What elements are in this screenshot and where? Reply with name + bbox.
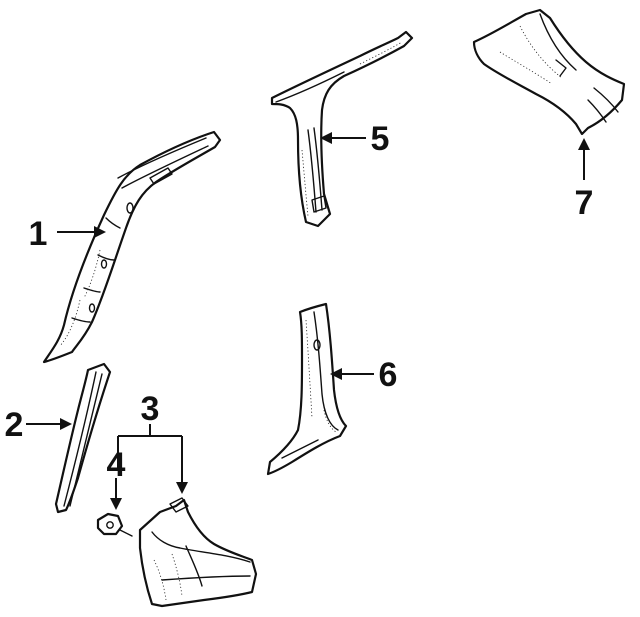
callout-4: 4 — [107, 446, 126, 484]
arrowhead-2 — [60, 418, 72, 430]
arrowhead-4 — [110, 498, 122, 510]
callout-1: 1 — [29, 215, 48, 253]
part-5-b-pillar-upper-trim — [270, 30, 414, 228]
arrowhead-1 — [94, 226, 106, 238]
part-2-windshield-molding — [54, 362, 112, 514]
callout-leaders — [26, 132, 590, 510]
part-1-a-pillar-trim — [42, 130, 222, 364]
arrowhead-6 — [330, 368, 342, 380]
part-4-clip — [96, 512, 133, 537]
callout-labels: 1 2 3 4 5 6 7 — [5, 120, 594, 484]
callout-5: 5 — [371, 120, 390, 158]
arrowhead-7 — [578, 138, 590, 150]
arrowhead-5 — [320, 132, 332, 144]
callout-6: 6 — [379, 356, 398, 394]
part-7-quarter-trim — [472, 8, 626, 136]
callout-7: 7 — [575, 184, 594, 222]
callout-2: 2 — [5, 406, 24, 444]
arrowhead-3 — [176, 482, 188, 494]
part-6-b-pillar-lower-trim — [266, 302, 348, 476]
part-3-kick-panel — [138, 497, 258, 608]
callout-3: 3 — [141, 390, 160, 428]
